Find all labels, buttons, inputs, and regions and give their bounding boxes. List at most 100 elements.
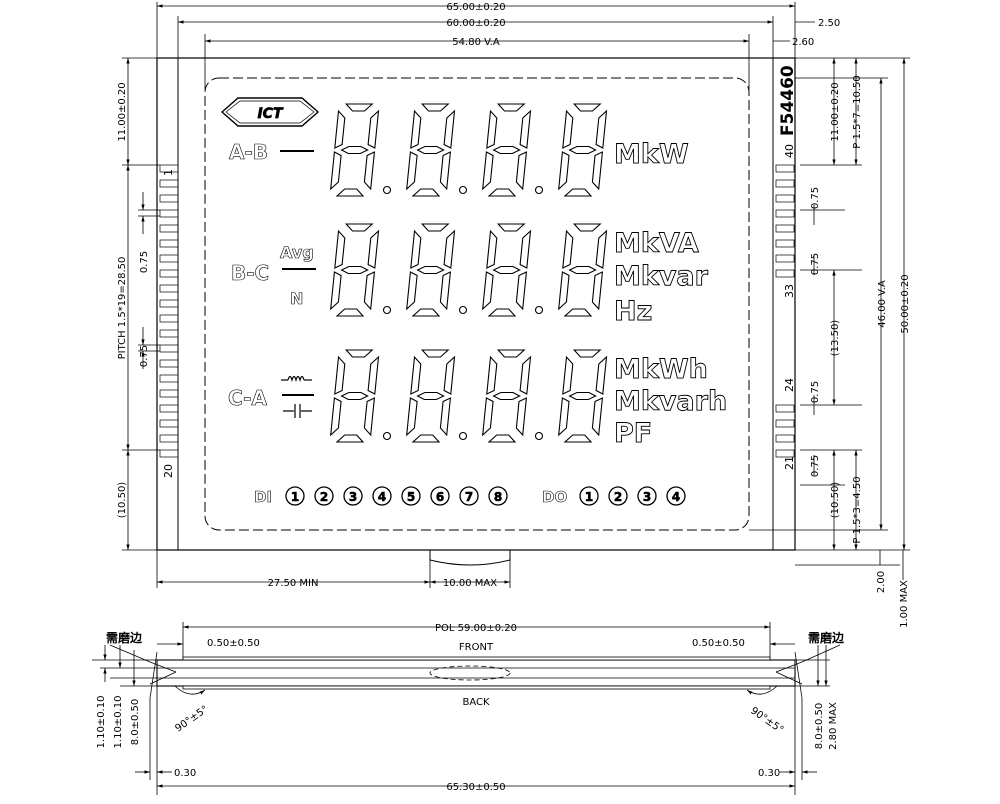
io-indicator-ring — [430, 486, 450, 506]
row-label-c-a: C-A — [228, 386, 267, 410]
left-pin — [159, 359, 179, 368]
left-top-margin-label: 11.00±0.20 — [117, 82, 128, 141]
glass-width-label: 60.00±0.20 — [446, 18, 505, 29]
digit-segment — [406, 271, 418, 311]
decimal-point — [458, 185, 468, 195]
digit-segment — [515, 271, 528, 311]
digit-segment — [492, 265, 521, 275]
side-right-v2-label: 2.80 MAX — [828, 702, 839, 750]
decimal-point — [534, 305, 544, 315]
digit-segment — [486, 229, 498, 269]
avg-label: Avg — [280, 243, 314, 262]
view-area-height-label: 46.00 V.A — [877, 280, 888, 328]
bottom-dimensions — [156, 550, 904, 588]
digit-segment — [568, 391, 597, 401]
digit-segment — [411, 188, 441, 197]
decimal-point — [382, 185, 392, 195]
io-indicator-number: 6 — [436, 490, 444, 504]
right-pin-strip-bottom — [775, 404, 795, 458]
side-right-v1-label: 8.0±0.50 — [814, 703, 825, 750]
decimal-point — [382, 305, 392, 315]
right-gap-label: (13.50) — [830, 320, 841, 357]
digit-segment — [595, 109, 608, 149]
digit-segment — [487, 188, 517, 197]
io-indicator-ring — [285, 486, 305, 506]
digit-segment — [591, 271, 604, 311]
left-pin — [159, 269, 179, 278]
right-pin-width-4: 0.75 — [810, 455, 821, 477]
digit-segment — [558, 151, 570, 191]
digit-segment — [406, 151, 418, 191]
angle-left-label: 90°±5° — [173, 704, 210, 735]
capacitive-icon — [283, 404, 312, 418]
part-number: F54460 — [778, 65, 798, 136]
io-indicator-number: 2 — [320, 490, 328, 504]
digit-segment — [439, 151, 452, 191]
digit-segment — [487, 434, 517, 443]
io-indicator-ring — [372, 486, 392, 506]
io-indicator-ring — [608, 486, 628, 506]
io-indicator-number: 1 — [585, 490, 593, 504]
right-pin-width-2: 0.75 — [810, 253, 821, 275]
right-pin — [775, 209, 795, 218]
io-indicator-number: 3 — [643, 490, 651, 504]
digit-segment — [568, 145, 597, 155]
right-pin — [775, 224, 795, 233]
side-overall-width-label: 65.30±0.50 — [446, 782, 505, 793]
unit-mkvarh: Mkvarh — [614, 386, 727, 417]
left-pin — [159, 434, 179, 443]
digit-segment — [335, 434, 365, 443]
digit-segment — [363, 271, 376, 311]
left-pitch-label: PITCH 1.5*19=28.50 — [117, 257, 128, 360]
decimal-point — [534, 185, 544, 195]
right-offset-2-label: 2.60 — [792, 37, 814, 48]
right-bottom-margin-label: (10.50) — [830, 482, 841, 519]
digit-segment — [595, 229, 608, 269]
digit-segment — [591, 397, 604, 437]
digit-segment — [363, 397, 376, 437]
left-pin — [159, 209, 179, 218]
digit-segment — [558, 397, 570, 437]
digit-segment — [335, 308, 365, 317]
right-pin — [775, 434, 795, 443]
digit-segment — [363, 151, 376, 191]
pin-label-24: 24 — [783, 378, 796, 392]
side-left-v1-label: 1.10±0.10 — [96, 696, 107, 749]
digit-segment — [496, 103, 526, 112]
right-pin — [775, 419, 795, 428]
io-indicator-ring — [401, 486, 421, 506]
digit-segment — [367, 355, 380, 395]
digit-segment — [572, 349, 602, 358]
digit-segment — [482, 151, 494, 191]
digit-segment — [334, 109, 346, 149]
unit-mkw: MkW — [614, 139, 689, 170]
right-pin-strip-top — [775, 164, 795, 278]
digit-segment — [410, 355, 422, 395]
io-indicator-number: 5 — [407, 490, 415, 504]
digit-segment — [439, 397, 452, 437]
pin-label-1: 1 — [162, 169, 175, 176]
unit-pf: PF — [614, 418, 652, 449]
decimal-point — [458, 431, 468, 441]
view-area-width-label: 54.80 V.A — [452, 37, 500, 48]
digit-segment — [482, 271, 494, 311]
lcd-outline — [156, 57, 796, 566]
overall-height-label: 50.00±0.20 — [900, 274, 911, 333]
pol-width-label: POL 59.00±0.20 — [435, 623, 517, 634]
front-label: FRONT — [459, 642, 494, 653]
digit-segment — [411, 434, 441, 443]
left-pin — [159, 449, 179, 458]
io-indicator-number: 3 — [349, 490, 357, 504]
di-label: DI — [254, 488, 272, 506]
digit-segment — [410, 109, 422, 149]
io-indicator-number: 7 — [465, 490, 473, 504]
io-indicator-ring — [343, 486, 363, 506]
io-indicator-ring — [637, 486, 657, 506]
right-dimensions — [749, 57, 910, 551]
digit-segment — [519, 229, 532, 269]
digit-segment — [562, 109, 574, 149]
left-dimensions — [122, 57, 160, 551]
side-bottom-left-label: 0.30 — [174, 768, 196, 779]
